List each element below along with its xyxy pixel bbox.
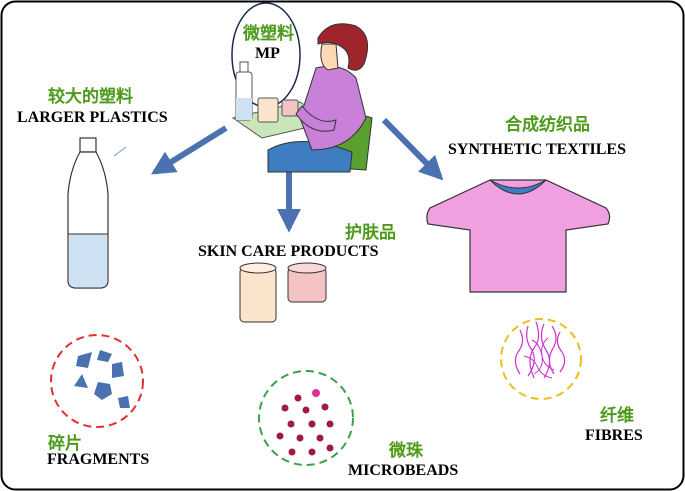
center-label-cn: 微塑料 [243, 24, 294, 44]
fragments-label-en: FRAGMENTS [47, 451, 150, 468]
larger-plastics-label-en: LARGER PLASTICS [17, 109, 168, 126]
textiles-label-en: SYNTHETIC TEXTILES [448, 141, 626, 158]
fibres-illustration [500, 318, 582, 400]
fragments-label-cn: 碎片 [48, 434, 82, 454]
fibres-label-cn: 纤维 [600, 406, 634, 426]
person-at-desk-illustration [231, 23, 373, 173]
textiles-label-cn: 合成纺织品 [505, 115, 590, 135]
microbeads-label-cn: 微珠 [389, 441, 423, 461]
skin-care-jars-illustration [239, 262, 327, 323]
synthetic-shirt-illustration [426, 179, 611, 293]
fragments-illustration [50, 334, 144, 428]
arrow-to-larger-plastics [150, 125, 228, 175]
center-label-en: MP [255, 45, 280, 62]
larger-plastics-label-cn: 较大的塑料 [48, 87, 133, 107]
fibres-label-en: FIBRES [585, 427, 643, 444]
microbeads-label-en: MICROBEADS [348, 462, 459, 479]
microbeads-illustration [258, 370, 354, 466]
arrow-to-textiles [381, 117, 444, 181]
plastic-bottle-illustration [67, 137, 127, 289]
skin-care-label-cn: 护肤品 [345, 223, 396, 243]
skin-care-label-en: SKIN CARE PRODUCTS [198, 243, 379, 260]
